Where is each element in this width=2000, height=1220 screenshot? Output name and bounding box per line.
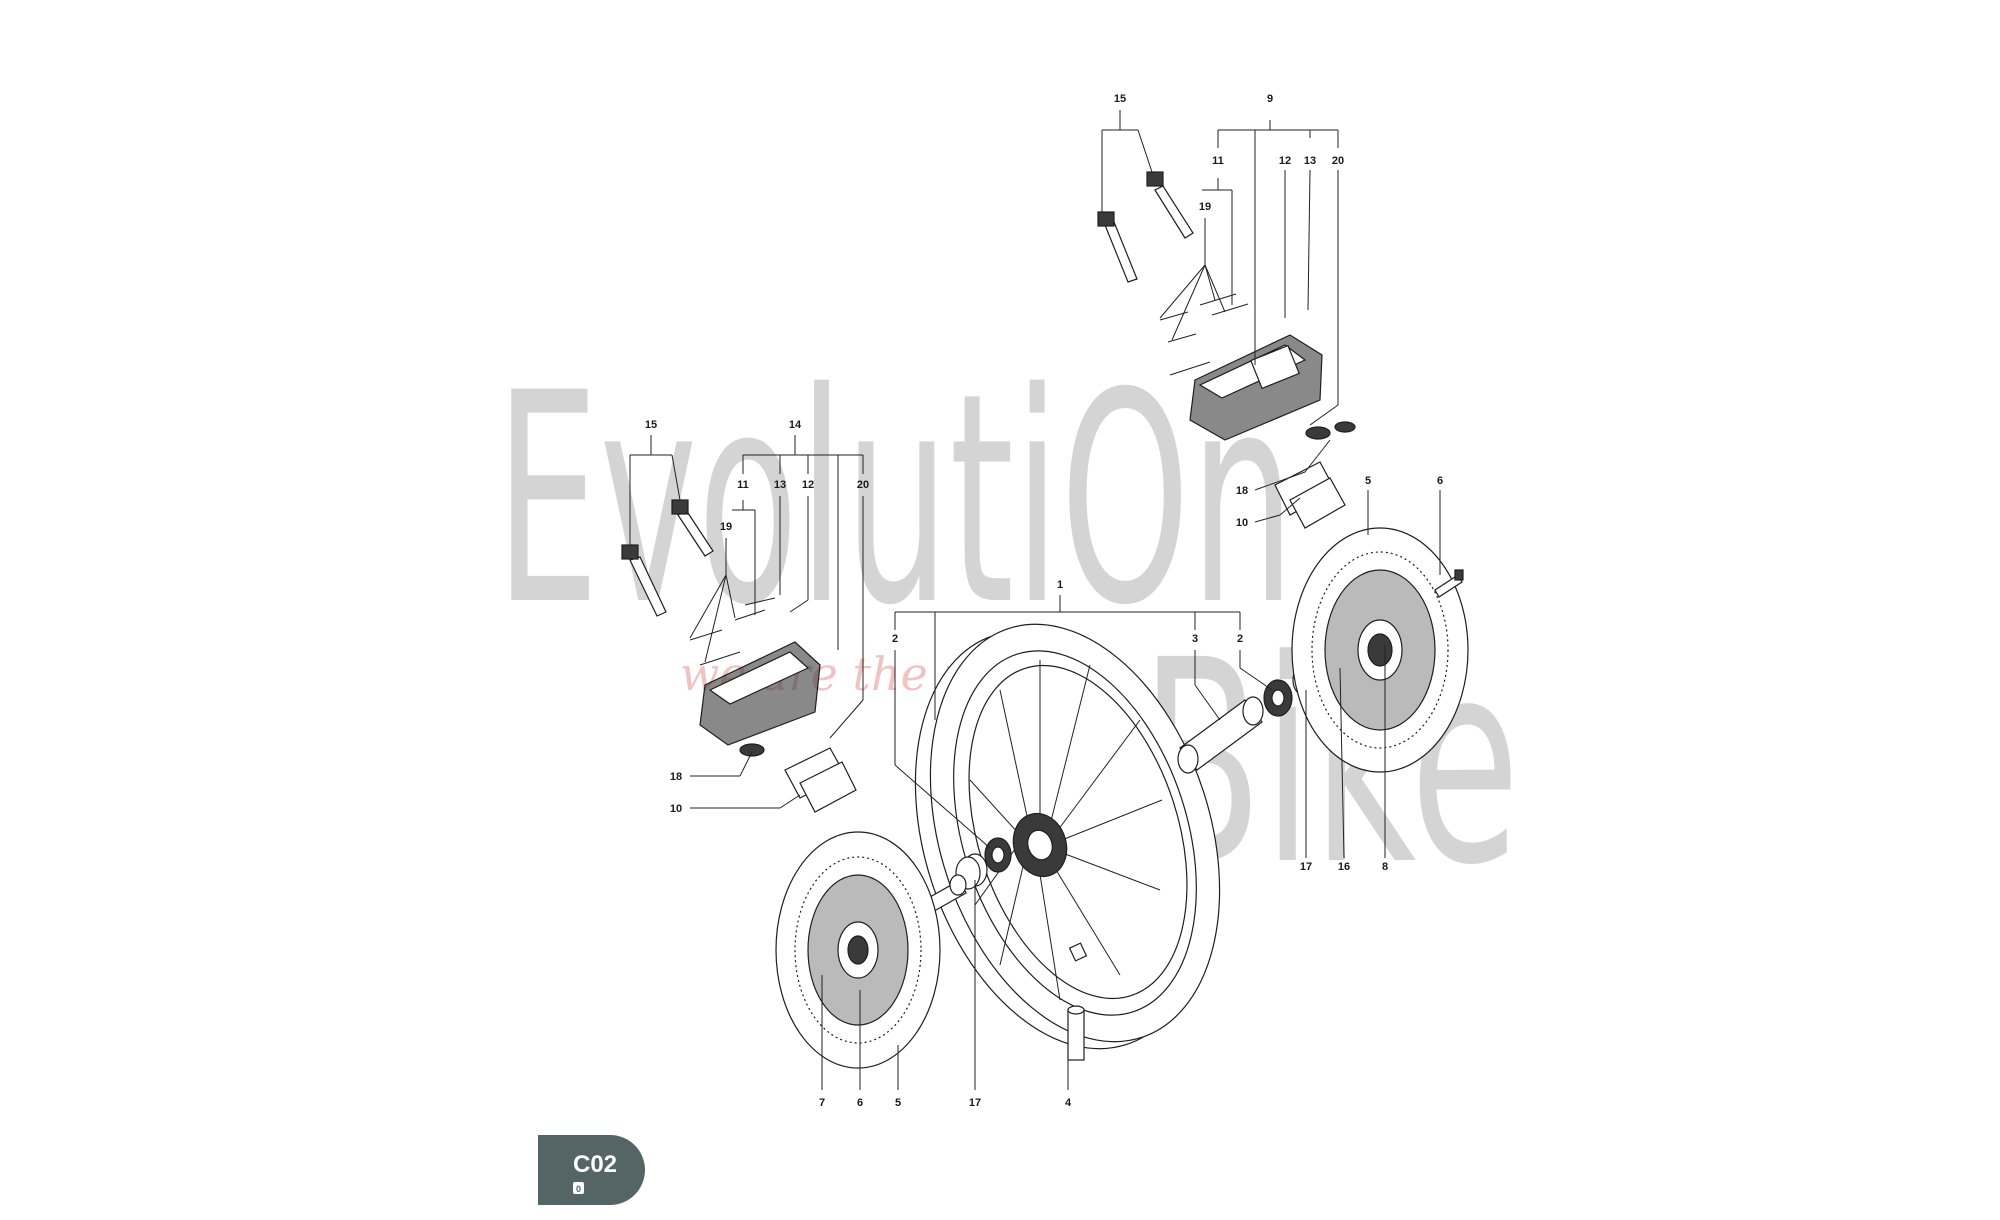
callout-right-8: 8 bbox=[1382, 861, 1388, 873]
left-brake-disc bbox=[775, 831, 941, 1069]
section-badge-shape bbox=[538, 1135, 645, 1205]
front-caliper-bolts bbox=[1097, 171, 1194, 283]
right-brake-disc bbox=[1291, 527, 1469, 773]
front-caliper-pins bbox=[1159, 293, 1249, 376]
callout-bottom-5: 5 bbox=[895, 1097, 901, 1109]
callout-right-16: 16 bbox=[1338, 861, 1350, 873]
rear-caliper-pins bbox=[689, 597, 776, 666]
callout-bottom-7: 7 bbox=[819, 1097, 825, 1109]
callout-front-19: 19 bbox=[1199, 201, 1211, 213]
callout-labels: 9 15 11 12 13 20 19 18 10 5 6 17 16 8 14… bbox=[645, 93, 1443, 1109]
callout-rear-10: 10 bbox=[670, 803, 682, 815]
valve-stem bbox=[1067, 942, 1088, 1061]
callout-right-6: 6 bbox=[1437, 475, 1443, 487]
rear-caliper-bolts bbox=[621, 499, 714, 617]
leader-lines bbox=[629, 110, 1441, 1090]
callout-bottom-4: 4 bbox=[1065, 1097, 1072, 1109]
callout-front-18: 18 bbox=[1236, 485, 1248, 497]
front-pad-springs bbox=[1305, 421, 1356, 440]
callout-rear-11: 11 bbox=[737, 479, 749, 491]
callout-rear-18: 18 bbox=[670, 771, 682, 783]
callout-right-5: 5 bbox=[1365, 475, 1371, 487]
distance-tube bbox=[1177, 696, 1264, 774]
callout-bottom-6: 6 bbox=[857, 1097, 863, 1109]
callout-rear-12: 12 bbox=[802, 479, 814, 491]
callout-front-10: 10 bbox=[1236, 517, 1248, 529]
callout-rear-14: 14 bbox=[789, 419, 802, 431]
callout-front-12: 12 bbox=[1279, 155, 1291, 167]
section-badge-sub-box bbox=[573, 1182, 584, 1194]
section-badge-code: C02 bbox=[573, 1151, 617, 1178]
section-badge-sub: 0 bbox=[576, 1184, 581, 1194]
callout-rear-20: 20 bbox=[857, 479, 869, 491]
section-badge: C02 0 bbox=[538, 1135, 645, 1205]
callout-front-13: 13 bbox=[1304, 155, 1316, 167]
callout-right-17: 17 bbox=[1300, 861, 1312, 873]
front-brake-pads bbox=[1274, 461, 1346, 529]
callout-wheel-2-right: 2 bbox=[1237, 633, 1243, 645]
callout-wheel-1: 1 bbox=[1057, 579, 1063, 591]
callout-front-11: 11 bbox=[1212, 155, 1224, 167]
callout-wheel-2-left: 2 bbox=[892, 633, 898, 645]
callout-bottom-17: 17 bbox=[969, 1097, 981, 1109]
callout-rear-13: 13 bbox=[774, 479, 786, 491]
callout-rear-19: 19 bbox=[720, 521, 732, 533]
callout-front-9: 9 bbox=[1267, 93, 1273, 105]
callout-front-20: 20 bbox=[1332, 155, 1344, 167]
callout-wheel-3: 3 bbox=[1192, 633, 1198, 645]
left-brake-caliper bbox=[699, 641, 821, 746]
callout-rear-15: 15 bbox=[645, 419, 657, 431]
rear-pad-springs bbox=[739, 743, 765, 757]
right-brake-caliper bbox=[1189, 334, 1323, 441]
rear-brake-pads bbox=[784, 747, 857, 813]
callout-front-15: 15 bbox=[1114, 93, 1126, 105]
right-disc-bolt bbox=[1434, 569, 1464, 598]
wheel-rim bbox=[914, 623, 1221, 1050]
